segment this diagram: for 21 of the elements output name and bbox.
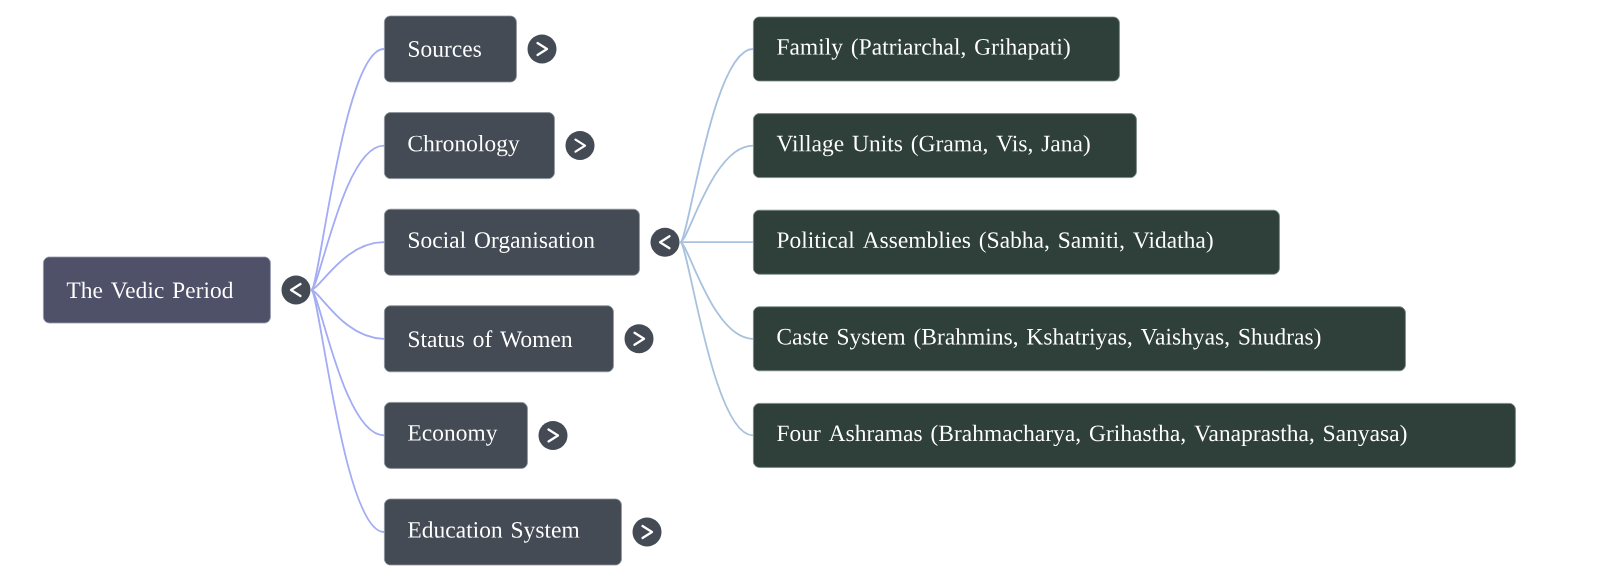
connector-curve	[310, 289, 385, 533]
connector-curve	[679, 144, 754, 244]
connector-curve	[679, 241, 754, 437]
root-topic-box: The Vedic Period	[43, 256, 271, 324]
topic-box: Family (Patriarchal, Grihapati)	[753, 16, 1120, 82]
topic-box: Four Ashramas (Brahmacharya, Grihastha, Vanaprastha, Sanyasa)	[753, 403, 1516, 468]
topic-box: Chronology	[384, 112, 555, 179]
connector-curve	[679, 241, 754, 244]
topic-box: Political Assemblies (Sabha, Samiti, Vidatha)	[753, 209, 1280, 275]
connector-curve	[310, 289, 385, 340]
topic-box: Education System	[384, 498, 622, 566]
topic-box: Status of Women	[384, 305, 614, 373]
connector-curve	[310, 289, 385, 437]
connector-curve	[310, 241, 385, 291]
topic-box: Caste System (Brahmins, Kshatriyas, Vaishyas, Shudras)	[753, 306, 1406, 372]
topic-box: Village Units (Grama, Vis, Jana)	[753, 113, 1137, 178]
connector-curve	[679, 241, 754, 340]
connector-curve	[310, 144, 385, 291]
topic-box: Economy	[384, 402, 528, 469]
topic-box: Social Organisation	[384, 208, 640, 276]
topic-box: Sources	[384, 15, 517, 83]
